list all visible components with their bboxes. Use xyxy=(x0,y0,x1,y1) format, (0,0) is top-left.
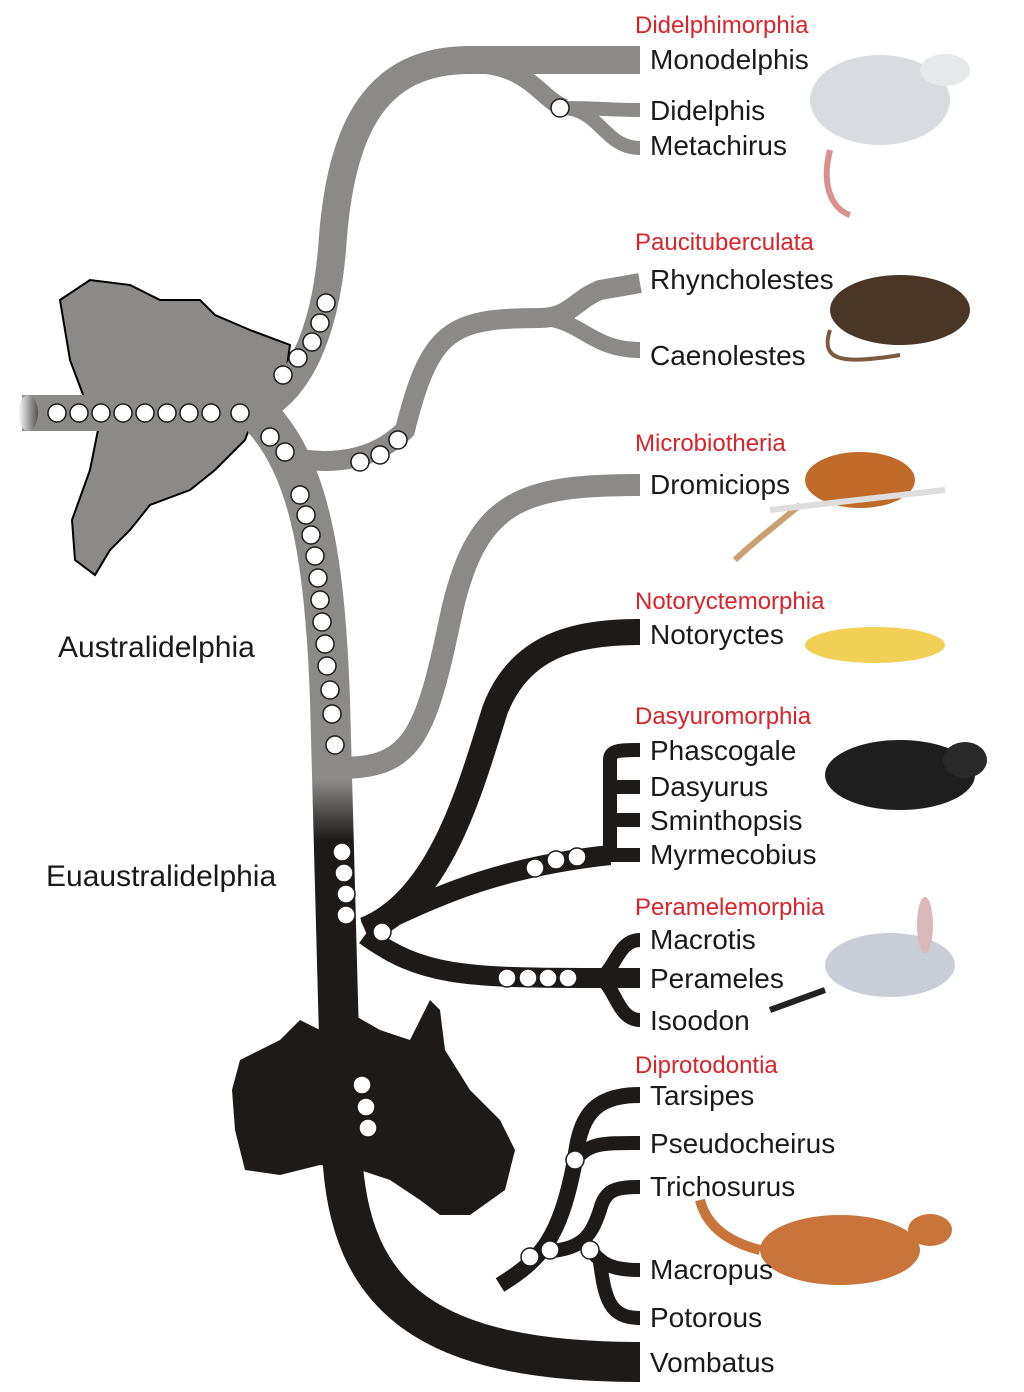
bilby-illustration xyxy=(768,897,955,1013)
order-label: Didelphimorphia xyxy=(635,12,809,39)
clade-label-euaustralidelphia: Euaustralidelphia xyxy=(46,860,277,893)
order-label: Paucituberculata xyxy=(635,229,814,256)
order-label: Dasyuromorphia xyxy=(635,703,812,730)
order-label: Diprotodontia xyxy=(635,1052,778,1079)
genus-label: Macropus xyxy=(650,1254,773,1285)
genus-label: Metachirus xyxy=(650,130,787,161)
branch-caenolestes xyxy=(539,310,641,358)
genus-label: Pseudocheirus xyxy=(650,1128,836,1159)
branch-dasyuromorphia xyxy=(360,845,612,940)
genus-label: Vombatus xyxy=(650,1347,775,1378)
genus-label: Dromiciops xyxy=(650,469,791,500)
genus-label: Macrotis xyxy=(650,924,756,955)
branch-notoryctemorphia xyxy=(359,619,641,943)
genus-label: Perameles xyxy=(650,963,784,994)
genus-label: Monodelphis xyxy=(650,44,809,75)
order-label: Notoryctemorphia xyxy=(635,588,825,615)
node-markers xyxy=(47,98,600,1267)
genus-label: Myrmecobius xyxy=(650,839,817,870)
order-label: Microbiotheria xyxy=(635,430,786,457)
genus-label: Dasyurus xyxy=(650,771,769,802)
clade-label-australidelphia: Australidelphia xyxy=(58,631,255,664)
genus-label: Trichosurus xyxy=(650,1171,796,1202)
branch-didelphimorphia xyxy=(244,46,640,427)
branch-microbiotheria xyxy=(339,474,641,779)
genus-label: Potorous xyxy=(650,1302,763,1333)
genus-label: Tarsipes xyxy=(650,1080,755,1111)
shrew-opossum-illustration xyxy=(825,275,970,362)
genus-label: Phascogale xyxy=(650,735,797,766)
marsupial-mole-illustration xyxy=(805,627,945,663)
kangaroo-illustration xyxy=(695,1198,952,1285)
genus-label: Didelphis xyxy=(650,95,766,126)
tasmanian-devil-illustration xyxy=(825,740,987,810)
genus-label: Sminthopsis xyxy=(650,805,803,836)
opossum-illustration xyxy=(810,54,970,218)
genus-label: Rhyncholestes xyxy=(650,264,834,295)
root-tube-end xyxy=(18,395,38,431)
genus-label: Caenolestes xyxy=(650,340,806,371)
genus-label: Isoodon xyxy=(650,1005,750,1036)
monito-del-monte-illustration xyxy=(732,452,946,563)
order-label: Peramelemorphia xyxy=(635,894,825,921)
branch-metachirus xyxy=(564,101,641,155)
genus-label: Notoryctes xyxy=(650,619,784,650)
